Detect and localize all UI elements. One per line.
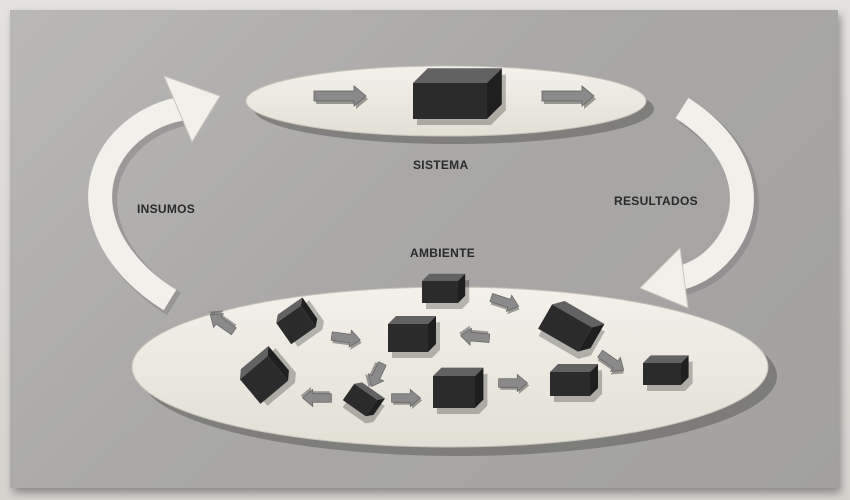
label-insumos: INSUMOS	[137, 202, 196, 216]
flow-out-arrow	[541, 85, 596, 109]
label-ambiente: AMBIENTE	[410, 246, 476, 260]
env-arrow	[330, 329, 362, 350]
figure-panel: SISTEMA INSUMOS RESULTADOS AMBIENTE	[10, 10, 838, 488]
env-arrow	[391, 388, 423, 410]
env-box	[239, 346, 296, 406]
env-box	[433, 367, 488, 414]
env-box	[422, 273, 470, 309]
inputs-curved-arrow	[88, 75, 221, 316]
env-box	[550, 364, 602, 402]
env-box	[388, 316, 440, 358]
env-box	[643, 355, 693, 391]
label-resultados: RESULTADOS	[614, 194, 698, 208]
env-arrow	[597, 349, 625, 375]
env-box	[276, 297, 324, 347]
env-arrow	[300, 386, 332, 408]
process-box	[413, 68, 506, 125]
diagram-canvas	[88, 65, 777, 456]
env-arrow	[489, 293, 520, 315]
env-box	[342, 382, 386, 424]
env-arrow	[209, 310, 237, 336]
label-sistema: SISTEMA	[413, 158, 469, 172]
outputs-curved-arrow	[639, 97, 759, 309]
flow-in-arrow	[313, 85, 368, 109]
env-box	[538, 301, 605, 359]
env-arrow	[365, 361, 387, 388]
env-arrow	[459, 325, 491, 346]
system-contents	[313, 68, 596, 125]
env-arrow	[498, 373, 530, 395]
environment-contents	[209, 273, 693, 424]
